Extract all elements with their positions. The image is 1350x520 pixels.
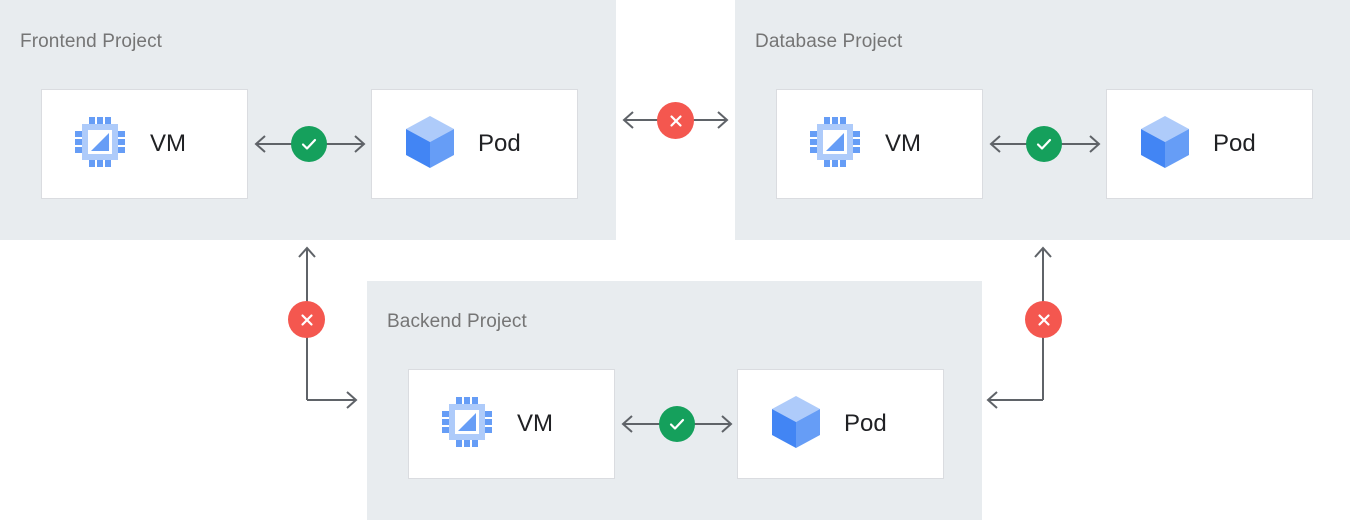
node-label-frontend-pod: Pod (478, 130, 521, 157)
pod-cube-icon (1139, 114, 1191, 175)
node-card-backend-pod[interactable]: Pod (737, 369, 944, 479)
node-card-backend-vm[interactable]: VM (408, 369, 615, 479)
node-card-frontend-pod[interactable]: Pod (371, 89, 578, 199)
x-circle-icon (669, 114, 682, 127)
node-label-database-pod: Pod (1213, 130, 1256, 157)
status-badge-database-internal[interactable] (1026, 126, 1062, 162)
x-circle-icon (1037, 313, 1050, 326)
check-circle-icon (301, 138, 317, 150)
status-badge-frontend-database[interactable] (657, 102, 694, 139)
status-badge-backend-internal[interactable] (659, 406, 695, 442)
status-badge-backend-frontend[interactable] (288, 301, 325, 338)
node-card-database-vm[interactable]: VM (776, 89, 983, 199)
check-circle-icon (669, 418, 685, 430)
pod-cube-icon (770, 394, 822, 455)
node-label-backend-vm: VM (517, 410, 553, 437)
node-label-frontend-vm: VM (150, 130, 186, 157)
node-card-database-pod[interactable]: Pod (1106, 89, 1313, 199)
vm-cpu-icon (441, 396, 493, 453)
project-title-database: Database Project (755, 31, 903, 52)
status-badge-frontend-internal[interactable] (291, 126, 327, 162)
project-title-frontend: Frontend Project (20, 31, 163, 52)
node-label-backend-pod: Pod (844, 410, 887, 437)
pod-cube-icon (404, 114, 456, 175)
status-badge-backend-database[interactable] (1025, 301, 1062, 338)
vm-cpu-icon (809, 116, 861, 173)
vm-cpu-icon (74, 116, 126, 173)
project-title-backend: Backend Project (387, 311, 527, 332)
x-circle-icon (300, 313, 313, 326)
node-card-frontend-vm[interactable]: VM (41, 89, 248, 199)
node-label-database-vm: VM (885, 130, 921, 157)
check-circle-icon (1036, 138, 1052, 150)
